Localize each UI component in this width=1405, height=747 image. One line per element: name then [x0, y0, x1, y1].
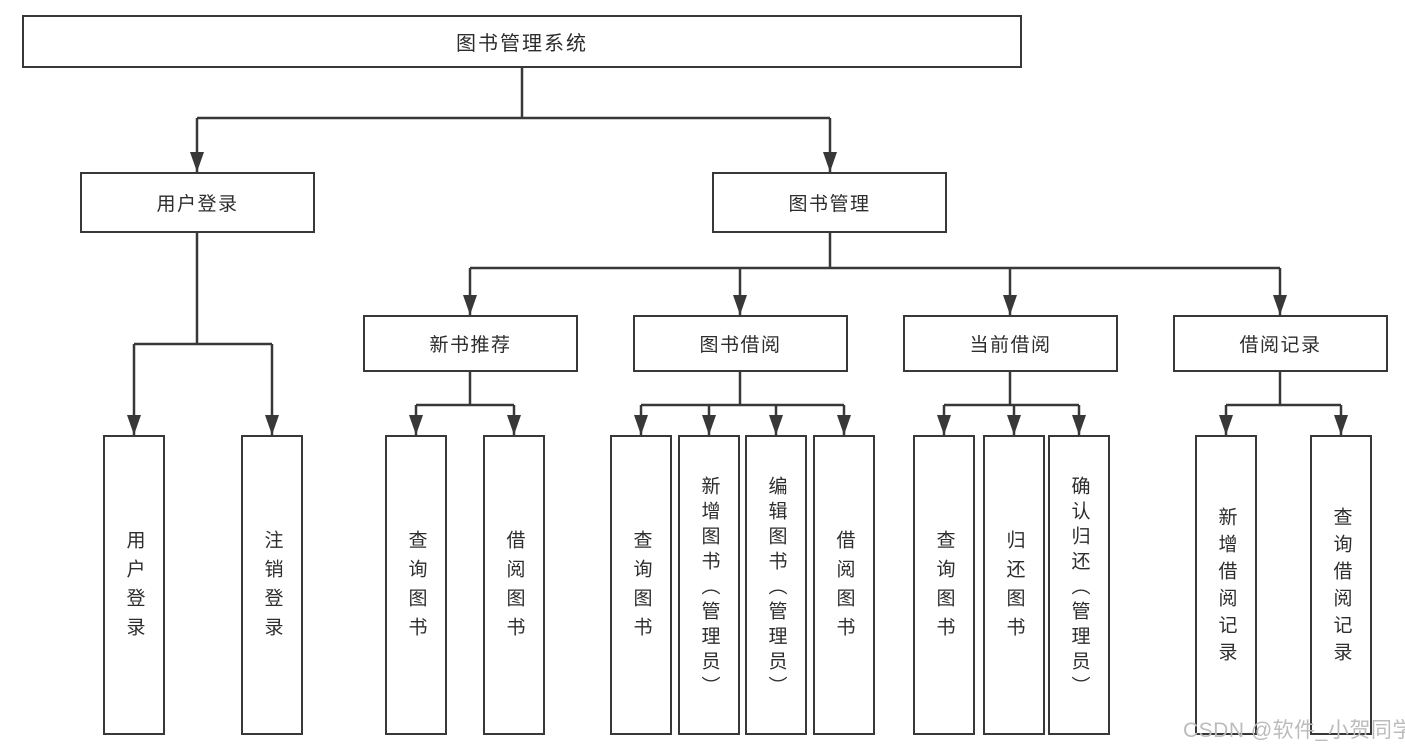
node-borrow-records: 借阅记录 — [1173, 315, 1388, 372]
node-root: 图书管理系统 — [22, 15, 1022, 68]
node-borrow-borrow-books: 借阅图书 — [813, 435, 875, 735]
node-recommend-borrow-books: 借阅图书 — [483, 435, 545, 735]
node-logout-action: 注销登录 — [241, 435, 303, 735]
node-recommend-query-books: 查询图书 — [385, 435, 447, 735]
node-user-login-action: 用户登录 — [103, 435, 165, 735]
csdn-watermark: CSDN @软件_小贺同学 — [1183, 719, 1405, 742]
node-records-query-record: 查询借阅记录 — [1310, 435, 1372, 735]
node-borrow-query-books: 查询图书 — [610, 435, 672, 735]
node-borrow-edit-books-admin: 编辑图书（管理员） — [745, 435, 807, 735]
node-new-book-recommend: 新书推荐 — [363, 315, 578, 372]
node-borrow-add-books-admin: 新增图书（管理员） — [678, 435, 740, 735]
node-records-add-record: 新增借阅记录 — [1195, 435, 1257, 735]
node-current-borrow: 当前借阅 — [903, 315, 1118, 372]
node-current-return-books: 归还图书 — [983, 435, 1045, 735]
node-current-query-books: 查询图书 — [913, 435, 975, 735]
node-book-management: 图书管理 — [712, 172, 947, 233]
node-current-confirm-return-admin: 确认归还（管理员） — [1048, 435, 1110, 735]
node-user-login: 用户登录 — [80, 172, 315, 233]
node-book-borrow: 图书借阅 — [633, 315, 848, 372]
